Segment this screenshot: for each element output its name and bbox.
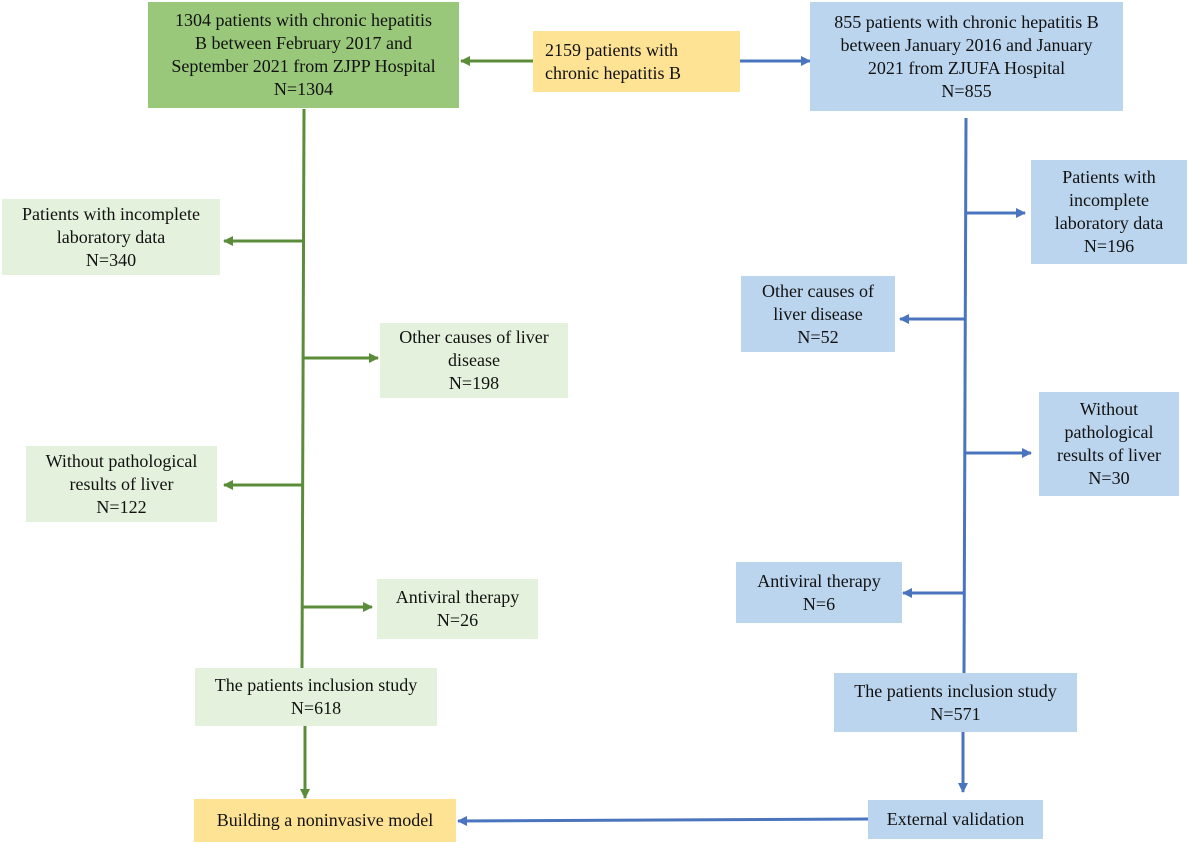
left-other-line-1: Other causes of liver [399, 327, 549, 347]
total-patients-box: 2159 patients with chronic hepatitis B [533, 31, 740, 92]
left-inclusion-box: The patients inclusion study N=618 [195, 668, 437, 726]
left-vertical-trunk [300, 108, 306, 669]
right-path-line-2: pathological [1064, 422, 1154, 442]
right-lab-line-4: N=196 [1083, 236, 1135, 256]
right-cohort-header-box: 855 patients with chronic hepatitis B be… [810, 2, 1123, 111]
right-inclusion-line-2: N=571 [930, 703, 981, 724]
left-cohort-header-box: 1304 patients with chronic hepatitis B b… [148, 2, 459, 108]
right-path-line-1: Without [1079, 399, 1139, 419]
total-patients-line-1: 2159 patients with [545, 39, 678, 60]
left-header-line-3: September 2021 from ZJPP Hospital [171, 56, 436, 76]
right-pathology-exclusion-box: Without pathological results of liver N=… [1039, 392, 1179, 496]
right-path-line-4: N=30 [1088, 468, 1130, 488]
arrow-validation-to-model [457, 815, 869, 826]
right-header-line-1: 855 patients with chronic hepatitis B [834, 11, 1099, 32]
left-antiviral-line-2: N=26 [436, 610, 479, 630]
right-inclusion-box: The patients inclusion study N=571 [834, 673, 1077, 732]
external-validation-label: External validation [886, 809, 1025, 829]
left-header-line-1: 1304 patients with chronic hepatitis [175, 10, 432, 30]
left-lab-line-3: N=340 [85, 249, 137, 270]
right-antiviral-exclusion-box: Antiviral therapy N=6 [736, 562, 902, 623]
right-lab-line-1: Patients with [1062, 167, 1156, 187]
right-lab-line-2: incomplete [1069, 190, 1149, 210]
left-path-line-3: N=122 [96, 496, 147, 517]
right-header-line-3: 2021 from ZJUFA Hospital [867, 57, 1066, 78]
left-antiviral-line-1: Antiviral therapy [395, 587, 520, 607]
right-antiviral-line-1: Antiviral therapy [757, 570, 881, 591]
right-header-line-4: N=855 [941, 80, 992, 101]
left-path-line-2: results of liver [69, 473, 174, 494]
right-other-cause-exclusion-box: Other causes of liver disease N=52 [741, 276, 895, 352]
left-other-cause-exclusion-box: Other causes of liver disease N=198 [380, 323, 568, 398]
right-other-line-2: liver disease [773, 303, 863, 324]
right-lab-line-3: laboratory data [1054, 213, 1164, 233]
left-other-line-3: N=198 [448, 373, 500, 393]
left-header-line-4: N=1304 [273, 79, 334, 99]
left-other-line-2: disease [448, 350, 500, 370]
model-building-box: Building a noninvasive model [194, 799, 456, 842]
left-pathology-exclusion-box: Without pathological results of liver N=… [26, 446, 217, 522]
left-lab-exclusion-box: Patients with incomplete laboratory data… [2, 199, 220, 275]
right-other-line-1: Other causes of [762, 280, 874, 301]
left-lab-line-1: Patients with incomplete [22, 203, 200, 224]
right-inclusion-line-1: The patients inclusion study [854, 680, 1057, 701]
right-header-line-2: between January 2016 and January [840, 34, 1093, 55]
left-antiviral-exclusion-box: Antiviral therapy N=26 [377, 579, 538, 639]
right-lab-exclusion-box: Patients with incomplete laboratory data… [1031, 160, 1187, 264]
left-header-line-2: B between February 2017 and [195, 33, 412, 53]
left-inclusion-line-1: The patients inclusion study [214, 675, 418, 695]
right-vertical-trunk [962, 117, 968, 674]
right-antiviral-line-2: N=6 [802, 593, 836, 614]
total-patients-line-2: chronic hepatitis B [545, 62, 681, 83]
right-other-line-3: N=52 [797, 326, 839, 347]
right-path-line-3: results of liver [1057, 445, 1161, 465]
left-inclusion-line-2: N=618 [290, 698, 342, 718]
left-path-line-1: Without pathological [45, 450, 198, 471]
external-validation-box: External validation [868, 800, 1043, 839]
model-building-label: Building a noninvasive model [216, 810, 434, 830]
left-lab-line-2: laboratory data [56, 226, 166, 247]
